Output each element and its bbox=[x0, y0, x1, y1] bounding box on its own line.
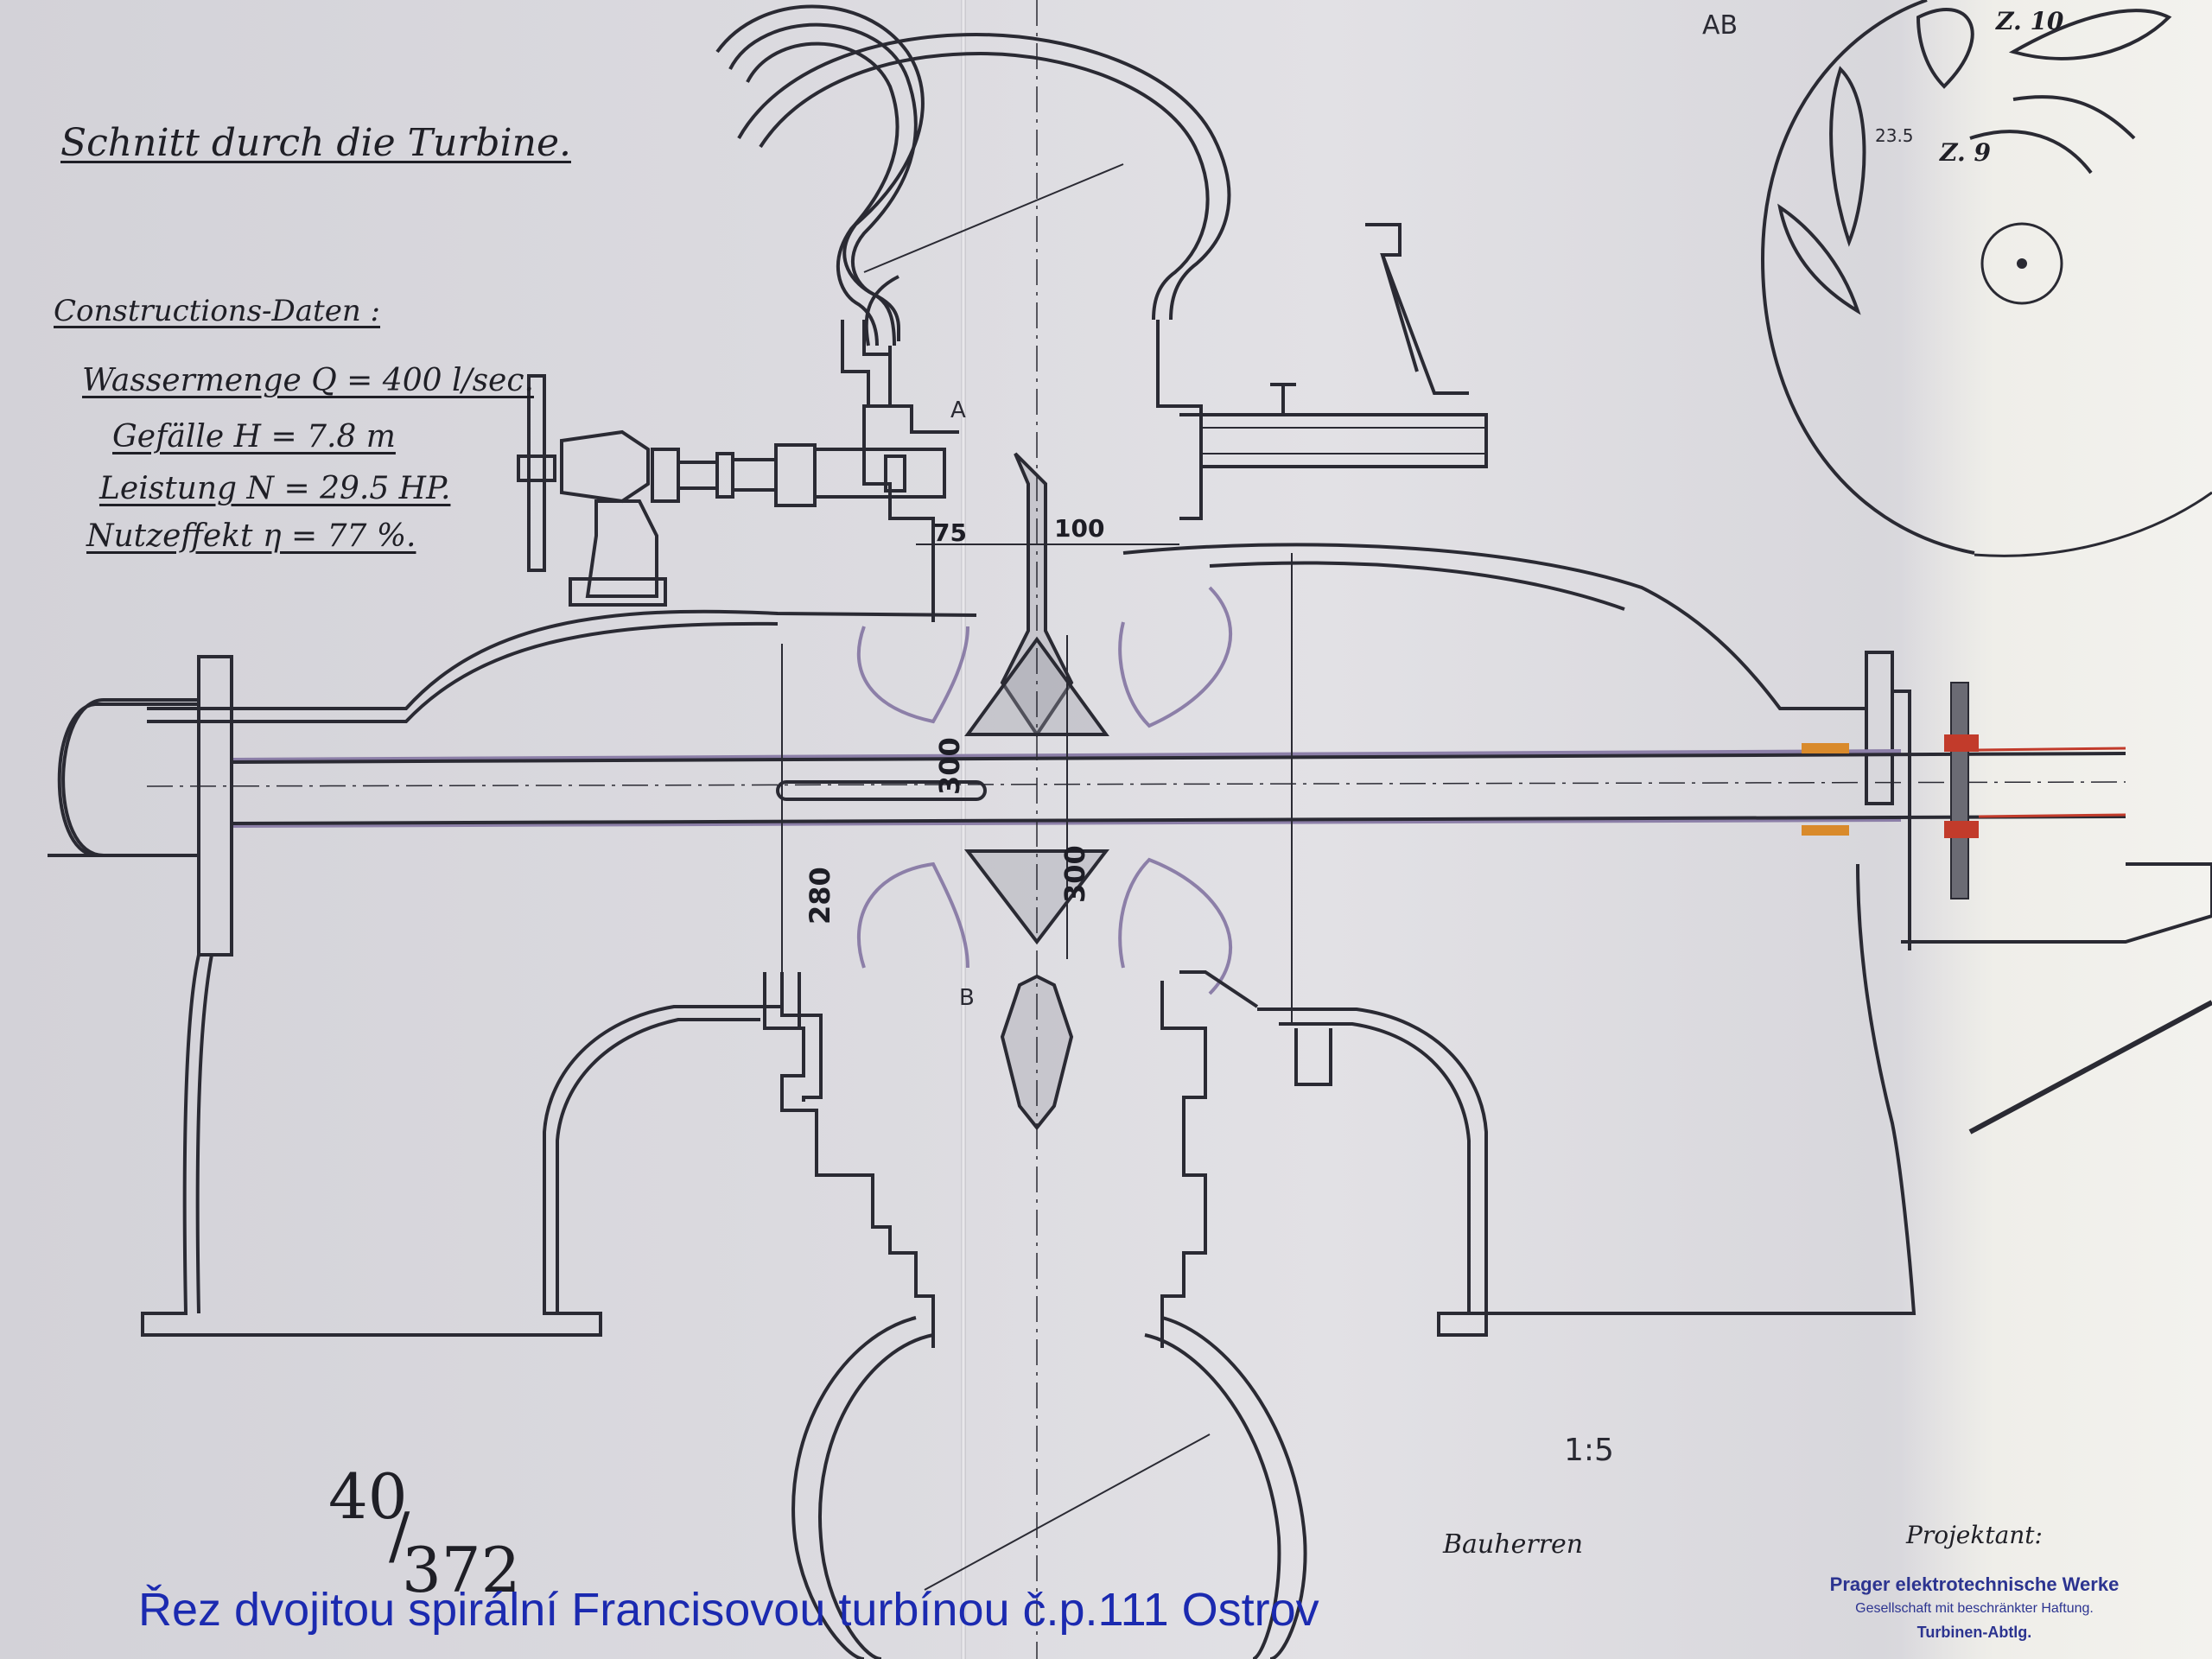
stamp-label: Projektant: bbox=[1906, 1521, 2043, 1549]
section-mark-b: B bbox=[959, 985, 975, 1011]
section-mark-a: A bbox=[950, 397, 966, 423]
lower-spiral-casing bbox=[791, 1316, 917, 1659]
drawing-number-bottom: 372 bbox=[402, 1534, 521, 1606]
drawing-number-top: 40 bbox=[328, 1460, 408, 1533]
image-caption: Řez dvojitou spirální Francisovou turbín… bbox=[138, 1584, 1319, 1636]
lower-casing-left bbox=[141, 954, 782, 1337]
dimension-300-left: 300 bbox=[933, 737, 966, 795]
stamp-company: Prager elektrotechnische Werke bbox=[1829, 1573, 2120, 1595]
drawing-title: Schnitt durch die Turbine. bbox=[60, 121, 571, 165]
stamp-line-2: Gesellschaft mit beschränkter Haftung. bbox=[1855, 1601, 2094, 1616]
scale-label: 1:5 bbox=[1564, 1433, 1614, 1468]
construction-line-head: Gefälle H = 7.8 m bbox=[112, 419, 396, 454]
dimension-100: 100 bbox=[1054, 514, 1105, 543]
construction-line-efficiency: Nutzeffekt η = 77 %. bbox=[86, 518, 416, 554]
detail-circle bbox=[1760, 0, 1975, 555]
section-mark-ab: AB bbox=[1702, 10, 1738, 41]
paper-fold bbox=[961, 0, 966, 1659]
bauherren-label: Bauherren bbox=[1443, 1529, 1584, 1560]
construction-line-flow: Wassermenge Q = 400 l/sec. bbox=[82, 363, 534, 398]
stamp-line-3: Turbinen-Abtlg. bbox=[1916, 1624, 2032, 1641]
dimension-75: 75 bbox=[933, 518, 967, 547]
detail-label-23-5: 23.5 bbox=[1875, 125, 1914, 146]
construction-data-heading: Constructions-Daten : bbox=[54, 294, 381, 328]
casing-top-curve bbox=[147, 609, 977, 710]
detail-label-z10: Z. 10 bbox=[1996, 7, 2064, 35]
dimension-280: 280 bbox=[804, 867, 836, 925]
detail-label-z9: Z. 9 bbox=[1940, 138, 1991, 167]
dimension-300-right: 300 bbox=[1058, 845, 1091, 903]
lower-casing-right bbox=[1257, 863, 1916, 1337]
upper-bulb bbox=[728, 34, 928, 337]
drawing-number-slash: / bbox=[389, 1499, 410, 1572]
construction-line-power: Leistung N = 29.5 HP. bbox=[99, 471, 451, 506]
company-stamp: Projektant: Prager elektrotechnische Wer… bbox=[1789, 1521, 2160, 1642]
